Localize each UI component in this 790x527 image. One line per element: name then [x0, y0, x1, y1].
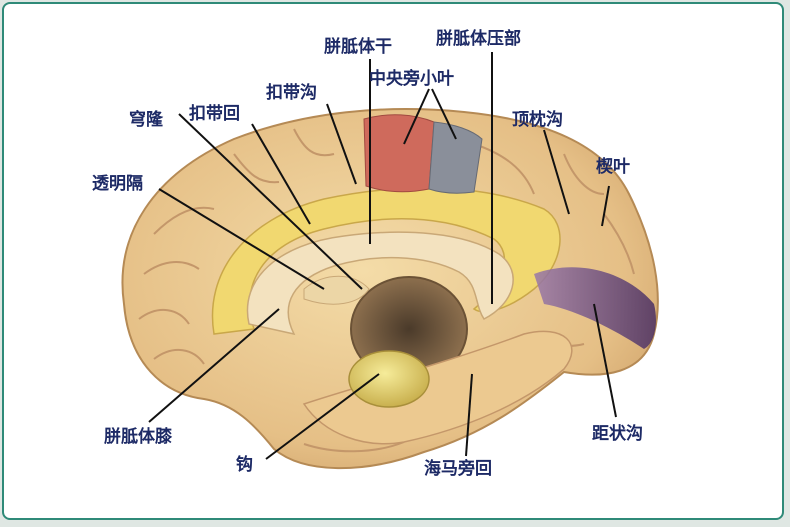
label-cingulate-gyrus: 扣带回 [189, 103, 240, 124]
label-splenium: 胼胝体压部 [436, 28, 521, 49]
label-septum: 透明隔 [92, 173, 143, 194]
label-fornix: 穹隆 [129, 109, 164, 130]
label-corpus-body: 胼胝体干 [324, 36, 392, 57]
paracentral-gray [428, 121, 483, 194]
leader-lines [148, 52, 617, 460]
corpus-callosum [246, 231, 514, 336]
septum-region [303, 275, 370, 305]
label-cuneus: 楔叶 [596, 156, 630, 177]
label-parieto-occipital: 顶枕沟 [512, 109, 563, 130]
uncus-region [348, 350, 430, 408]
cingulate-gyrus-region [211, 187, 561, 335]
brain-diagram: 胼胝体干 胼胝体压部 中央旁小叶 扣带沟 扣带回 穹隆 透明隔 顶枕沟 楔叶 胼… [92, 28, 659, 479]
paracentral-red [363, 114, 435, 193]
figure-frame: 胼胝体干 胼胝体压部 中央旁小叶 扣带沟 扣带回 穹隆 透明隔 顶枕沟 楔叶 胼… [2, 2, 784, 520]
label-genu: 胼胝体膝 [104, 426, 173, 447]
label-paracentral: 中央旁小叶 [369, 68, 454, 89]
label-uncus: 钩 [236, 454, 253, 475]
label-cingulate-sulcus: 扣带沟 [266, 82, 317, 103]
label-calcarine: 距状沟 [592, 423, 643, 444]
label-parahippocampal: 海马旁回 [424, 458, 492, 479]
